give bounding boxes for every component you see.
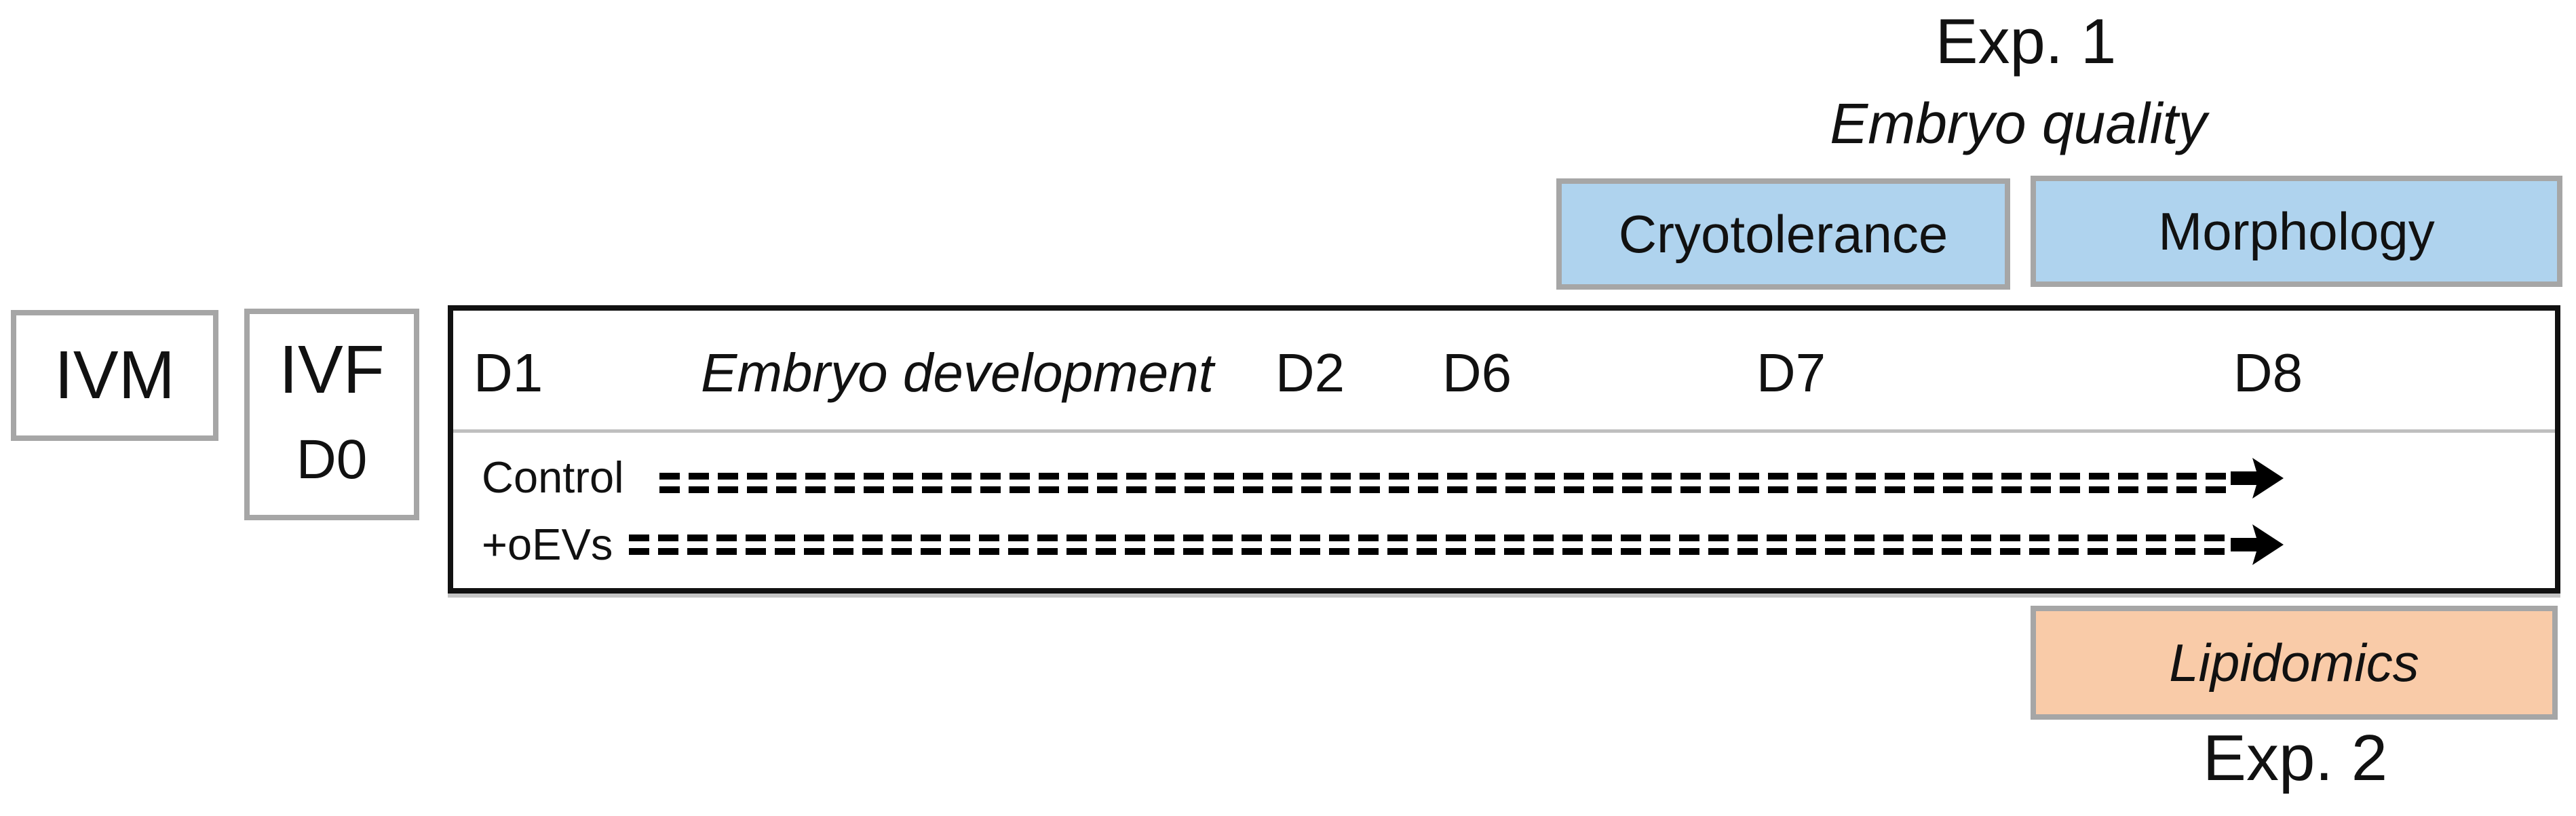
day-label-d7: D7 <box>1756 343 1826 403</box>
control-group-label: Control <box>482 452 624 502</box>
oevs-arrow-icon <box>2231 524 2284 565</box>
exp1-title: Exp. 1 <box>1935 5 2117 77</box>
ivf-box: IVF D0 <box>244 309 419 520</box>
ivm-label: IVM <box>54 337 175 413</box>
embryo-development-label: Embryo development <box>701 343 1214 403</box>
control-arrow-icon <box>2231 458 2284 499</box>
header-separator-line <box>453 429 2555 433</box>
embryo-development-timeline-box: D1 Embryo development D2 D6 D7 D8 Contro… <box>448 305 2560 594</box>
ivf-label: IVF <box>279 332 385 408</box>
lipidomics-label: Lipidomics <box>2169 632 2419 693</box>
day-label-d6: D6 <box>1442 343 1512 403</box>
morphology-box: Morphology <box>2031 176 2562 287</box>
exp2-title: Exp. 2 <box>2202 722 2388 794</box>
morphology-label: Morphology <box>2158 201 2435 261</box>
ivm-box: IVM <box>11 310 218 441</box>
cryotolerance-label: Cryotolerance <box>1618 203 1948 264</box>
exp1-subtitle: Embryo quality <box>1830 92 2207 155</box>
day-label-d8: D8 <box>2233 343 2303 403</box>
cryotolerance-box: Cryotolerance <box>1556 178 2010 290</box>
oevs-timeline-dashes <box>629 535 2229 555</box>
ivf-day-label: D0 <box>296 429 368 490</box>
day-label-d2: D2 <box>1275 343 1345 403</box>
lipidomics-box: Lipidomics <box>2031 606 2558 720</box>
oevs-group-label: +oEVs <box>482 520 613 569</box>
day-label-d1: D1 <box>474 343 543 403</box>
control-timeline-dashes <box>659 473 2229 493</box>
